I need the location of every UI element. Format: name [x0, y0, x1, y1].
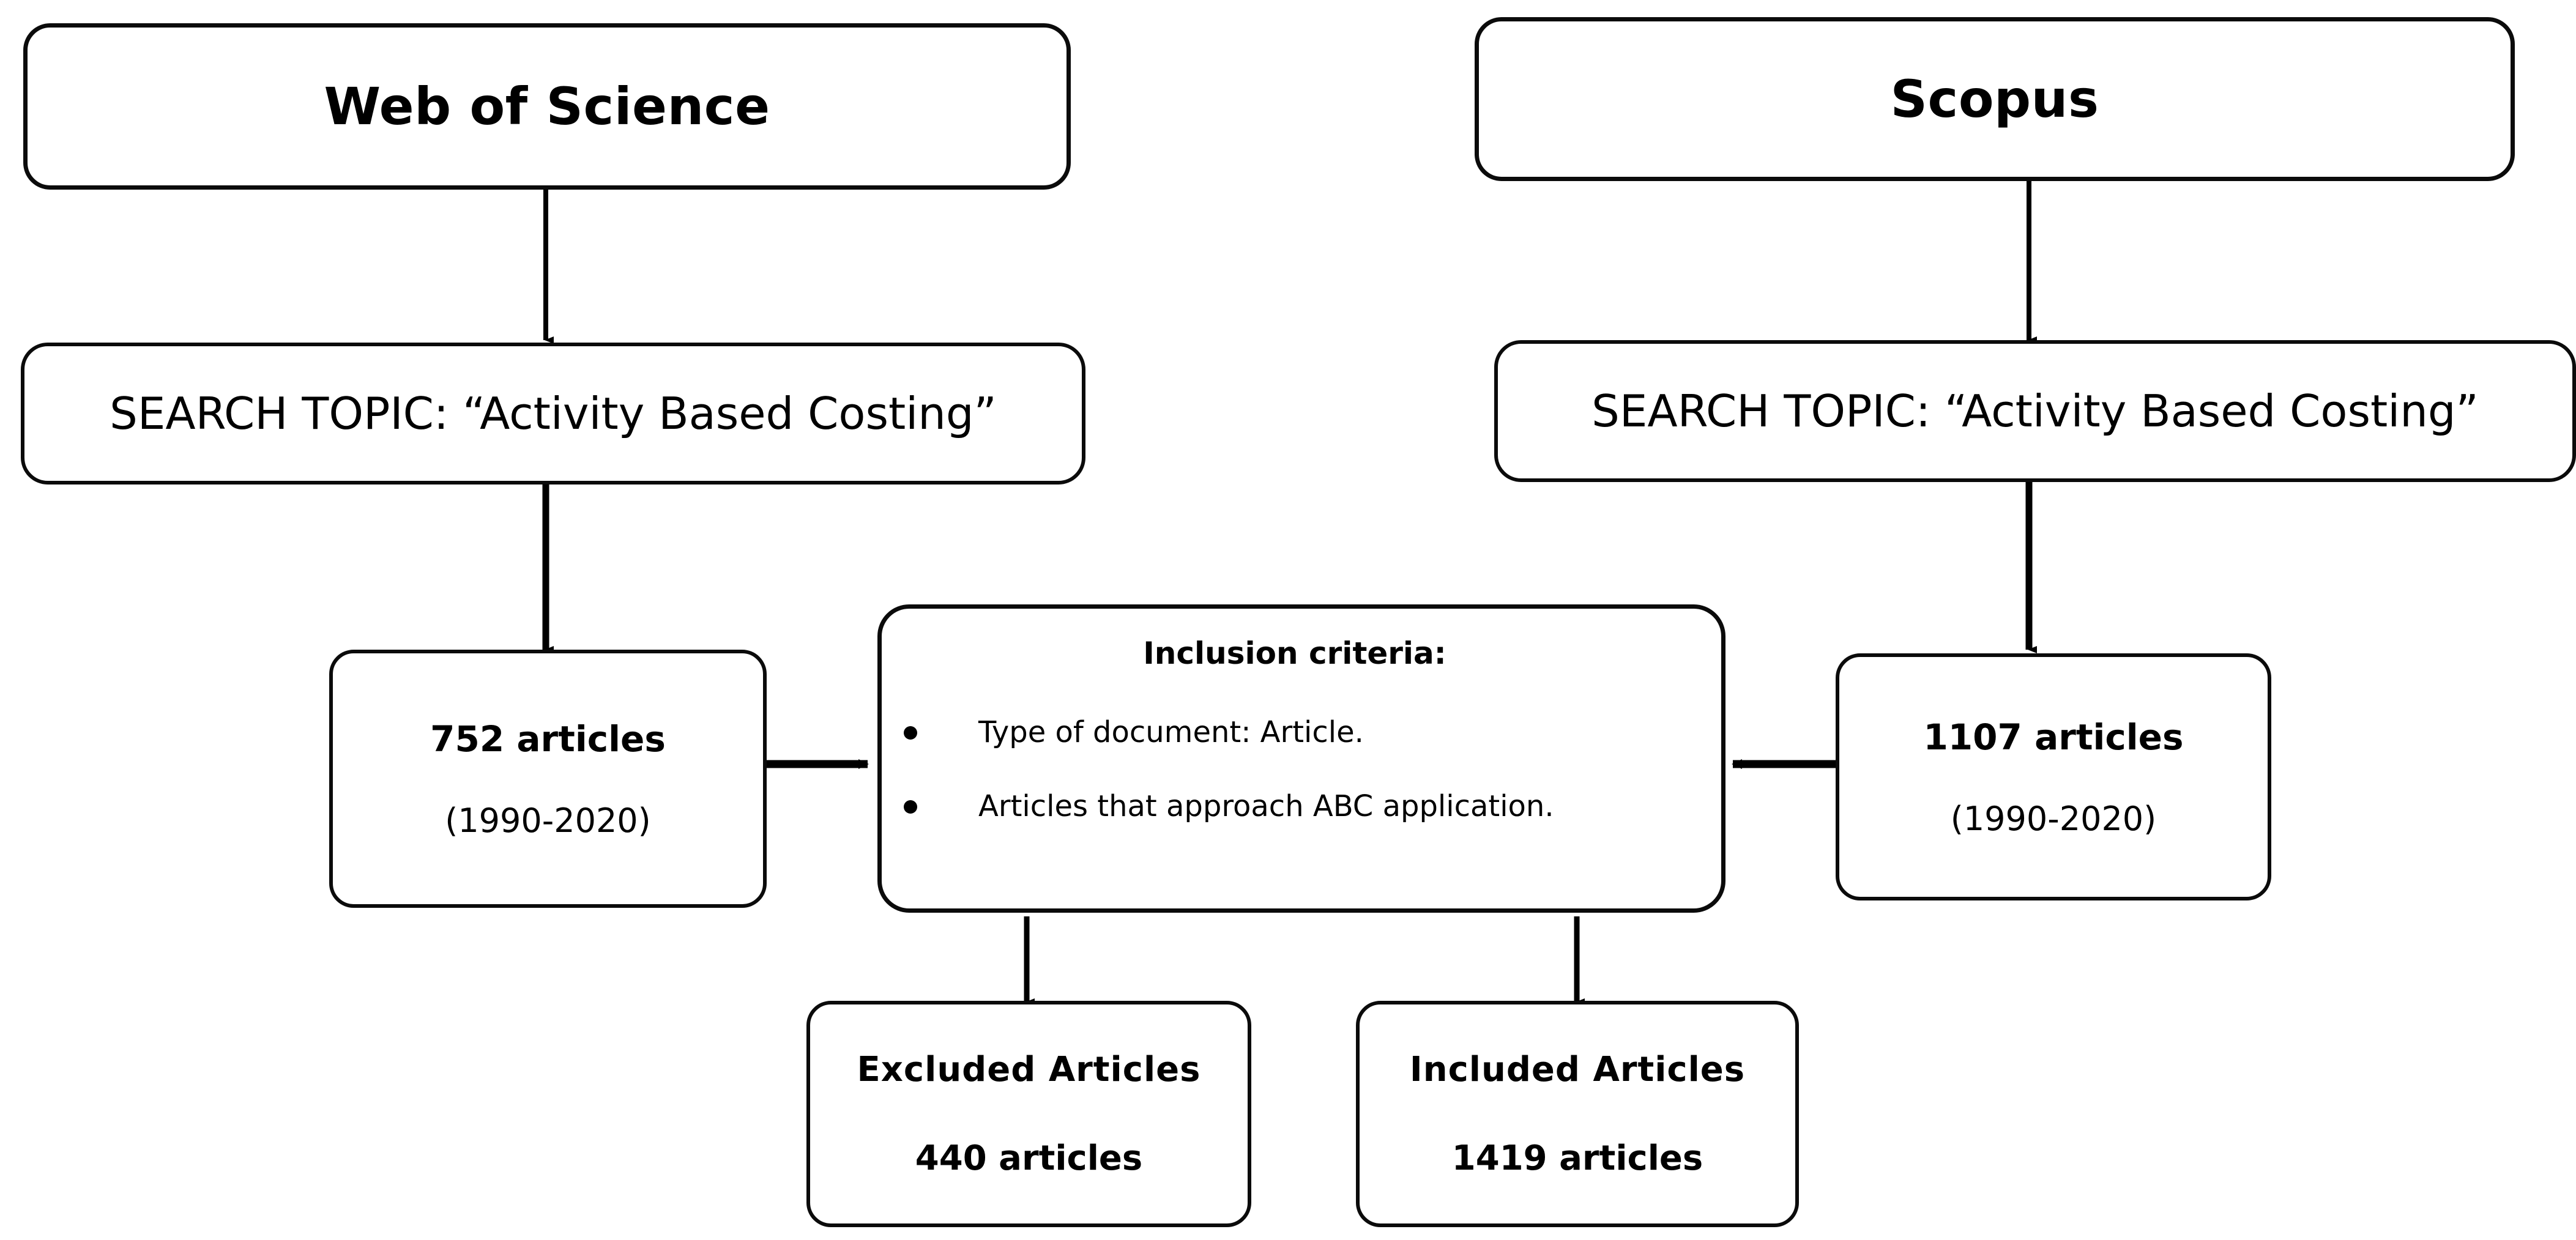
- inclusion-criteria-item-text: Articles that approach ABC application.: [978, 789, 1554, 823]
- node-scopus-label: Scopus: [1890, 69, 2099, 129]
- node-web-of-science-label: Web of Science: [324, 76, 770, 136]
- bullet-icon: [904, 726, 917, 740]
- node-excluded-articles-count: 440 articles: [915, 1138, 1143, 1178]
- inclusion-criteria-item: Articles that approach ABC application.: [893, 790, 1697, 823]
- node-scopus[interactable]: Scopus: [1475, 17, 2515, 181]
- node-excluded-articles[interactable]: Excluded Articles 440 articles: [806, 1001, 1251, 1227]
- node-included-articles-count: 1419 articles: [1451, 1138, 1703, 1178]
- node-inclusion-criteria[interactable]: Inclusion criteria: Type of document: Ar…: [877, 604, 1725, 913]
- inclusion-criteria-item: Type of document: Article.: [893, 716, 1697, 749]
- node-search-topic-scopus[interactable]: SEARCH TOPIC: “Activity Based Costing”: [1494, 340, 2576, 482]
- node-included-articles-label: Included Articles: [1409, 1050, 1746, 1090]
- bullet-icon: [904, 800, 917, 814]
- node-search-topic-wos[interactable]: SEARCH TOPIC: “Activity Based Costing”: [21, 343, 1085, 484]
- inclusion-criteria-list: Type of document: Article. Articles that…: [893, 716, 1697, 823]
- node-search-topic-wos-label: SEARCH TOPIC: “Activity Based Costing”: [110, 388, 997, 439]
- node-search-topic-scopus-label: SEARCH TOPIC: “Activity Based Costing”: [1591, 385, 2479, 437]
- node-included-articles[interactable]: Included Articles 1419 articles: [1356, 1001, 1799, 1227]
- node-scopus-article-count-value: 1107 articles: [1923, 716, 2184, 758]
- node-web-of-science[interactable]: Web of Science: [23, 23, 1071, 190]
- inclusion-criteria-title: Inclusion criteria:: [1143, 636, 1446, 671]
- inclusion-criteria-item-text: Type of document: Article.: [978, 715, 1364, 749]
- node-excluded-articles-label: Excluded Articles: [857, 1050, 1201, 1090]
- node-scopus-article-count-years: (1990-2020): [1950, 799, 2157, 838]
- node-scopus-article-count[interactable]: 1107 articles (1990-2020): [1836, 653, 2271, 900]
- node-wos-article-count[interactable]: 752 articles (1990-2020): [329, 650, 767, 908]
- node-wos-article-count-years: (1990-2020): [445, 801, 651, 840]
- node-wos-article-count-value: 752 articles: [430, 718, 666, 760]
